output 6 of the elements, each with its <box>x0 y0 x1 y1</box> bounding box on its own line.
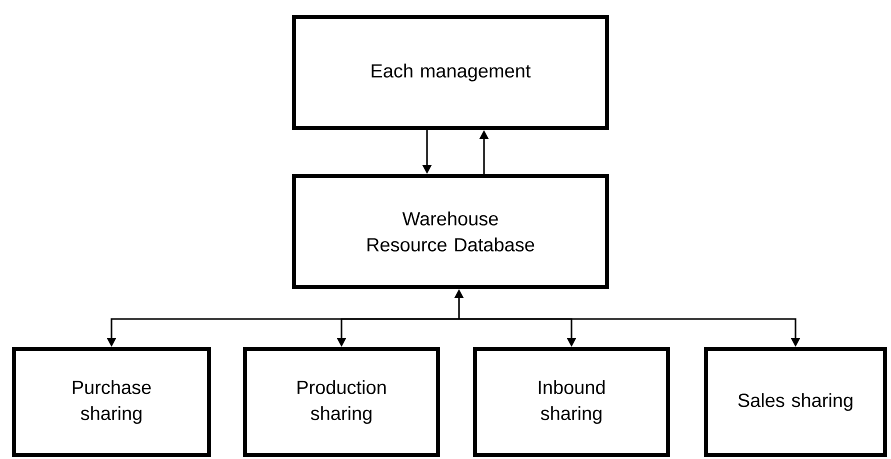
process-box: Warehouse Resource Database <box>292 174 609 289</box>
process-box: Each management <box>292 15 609 130</box>
process-box: Purchase sharing <box>12 347 211 457</box>
process-box: Inbound sharing <box>473 347 670 457</box>
process-box: Sales sharing <box>704 347 887 457</box>
process-box: Production sharing <box>243 347 440 457</box>
